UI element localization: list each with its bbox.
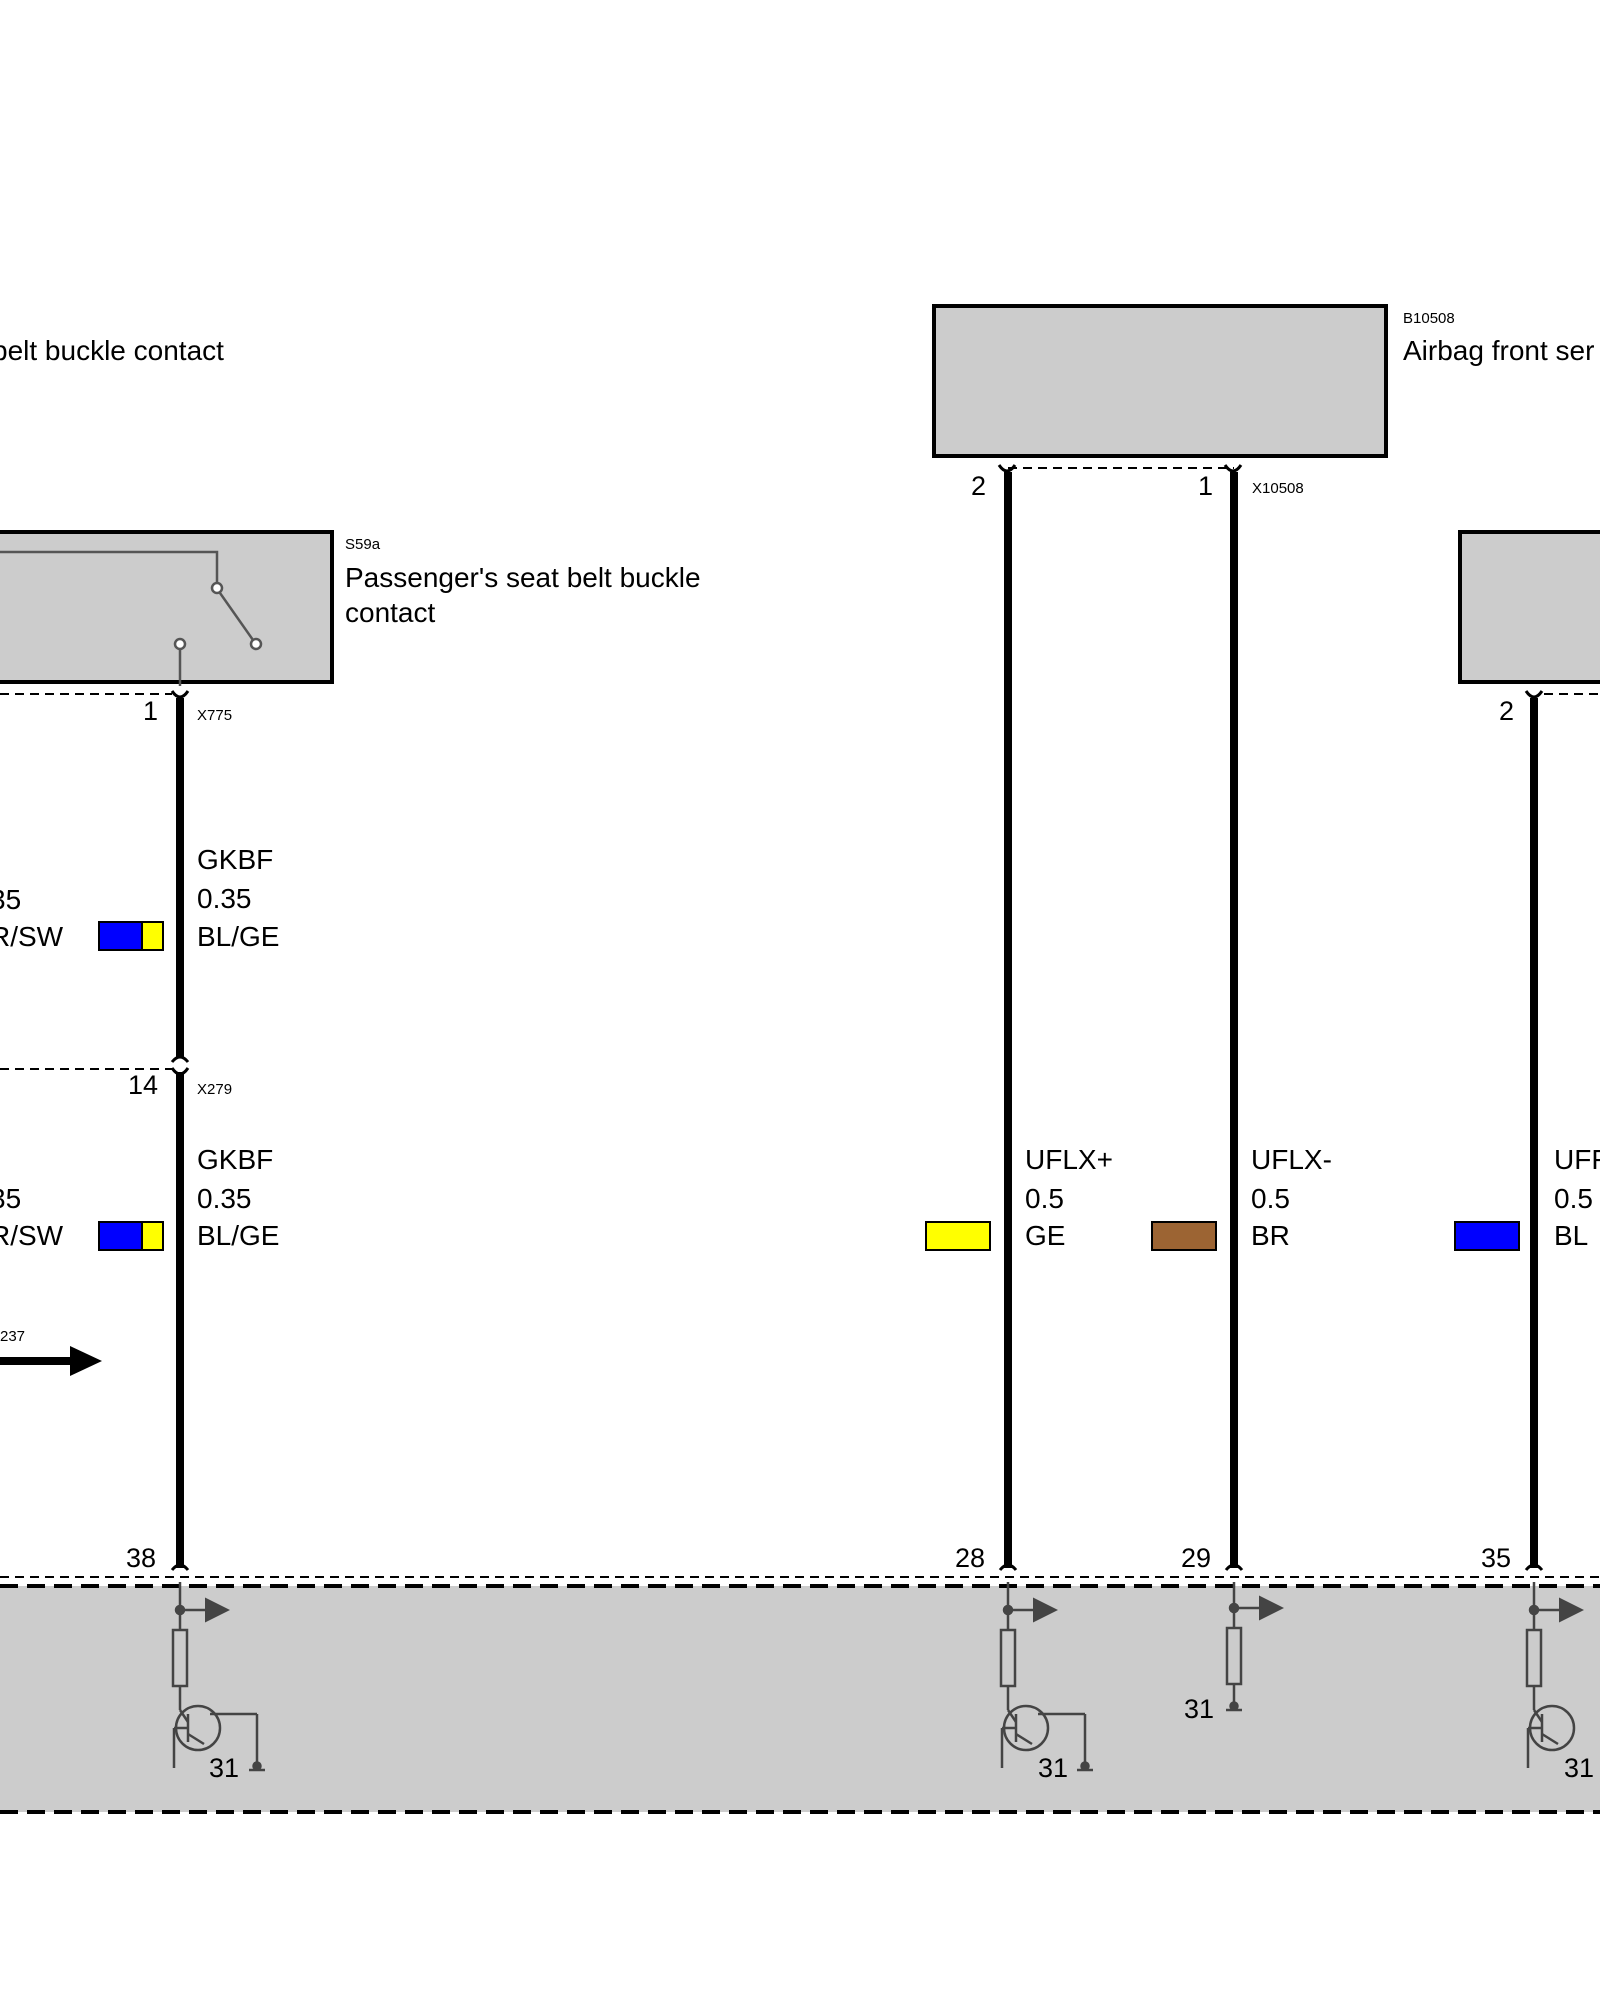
pin-plug xyxy=(170,1563,190,1571)
swatch-uflx-plus xyxy=(925,1221,991,1251)
wire-left-size-upper: 35 xyxy=(0,884,21,915)
wire-uflx-plus-size: 0.5 xyxy=(1025,1183,1064,1214)
swatch-ufr xyxy=(1454,1221,1520,1251)
pin-right-2: 2 xyxy=(1499,696,1514,726)
arrow-reference: 237 xyxy=(0,1328,25,1345)
pin-airbag-1: 1 xyxy=(1198,471,1213,501)
wire-uflx-plus-signal: UFLX+ xyxy=(1025,1144,1113,1175)
pin-cup xyxy=(170,690,190,699)
wire-uflx-minus-size: 0.5 xyxy=(1251,1183,1290,1214)
input-circuit-35 xyxy=(1525,1582,1584,1768)
pin-bottom-35: 35 xyxy=(1481,1543,1511,1573)
pin-plug xyxy=(998,1563,1018,1571)
ground-31-a: 31 xyxy=(209,1753,239,1783)
wire-gkbf-upper-color: BL/GE xyxy=(197,921,279,952)
passenger-buckle-id: S59a xyxy=(345,536,381,553)
ground-31-d: 31 xyxy=(1564,1753,1594,1783)
pin-bottom-29: 29 xyxy=(1181,1543,1211,1573)
wire-ufr-size: 0.5 xyxy=(1554,1183,1593,1214)
wire-uflx-plus-color: GE xyxy=(1025,1220,1065,1251)
pin-cup xyxy=(1223,464,1243,473)
swatch-uflx-minus xyxy=(1151,1221,1217,1251)
control-unit-box xyxy=(0,1586,1600,1812)
switch-contact xyxy=(173,637,187,651)
reference-arrow-head xyxy=(70,1346,102,1376)
wire-left-color-lower: R/SW xyxy=(0,1220,64,1251)
switch-contact xyxy=(210,581,224,595)
connector-x775: X775 xyxy=(197,707,232,724)
wire-gkbf-upper-size: 0.35 xyxy=(197,883,252,914)
pin-inline-14: 14 xyxy=(128,1070,158,1100)
wire-gkbf-lower-color: BL/GE xyxy=(197,1220,279,1251)
swatch-left-upper-a xyxy=(98,921,143,951)
airbag-sensor-id: B10508 xyxy=(1403,310,1455,327)
wire-left-color-upper: R/SW xyxy=(0,921,64,952)
airbag-sensor-name: Airbag front ser xyxy=(1403,335,1594,366)
switch-contact xyxy=(249,637,263,651)
swatch-left-lower-a xyxy=(98,1221,143,1251)
wire-left-size-lower: 35 xyxy=(0,1183,21,1214)
pin-cup xyxy=(1524,690,1544,699)
input-circuit-29 xyxy=(1225,1582,1284,1712)
pin-bottom-28: 28 xyxy=(955,1543,985,1573)
input-circuit-28 xyxy=(999,1582,1093,1772)
input-circuit-38 xyxy=(171,1582,265,1772)
connector-x279: X279 xyxy=(197,1081,232,1098)
belt-buckle-name: belt buckle contact xyxy=(0,335,224,366)
wire-gkbf-upper-signal: GKBF xyxy=(197,844,273,875)
pin-plug xyxy=(1524,1563,1544,1571)
wire-ufr-color: BL xyxy=(1554,1220,1588,1251)
wire-gkbf-lower-signal: GKBF xyxy=(197,1144,273,1175)
wire-ufr-signal: UFF xyxy=(1554,1144,1600,1175)
ground-31-c: 31 xyxy=(1184,1694,1214,1724)
pin-cup xyxy=(997,464,1017,473)
pin-plug xyxy=(170,1055,190,1063)
swatch-left-lower-b xyxy=(141,1221,164,1251)
swatch-left-upper-b xyxy=(141,921,164,951)
pin-airbag-2: 2 xyxy=(971,471,986,501)
passenger-buckle-name-1: Passenger's seat belt buckle xyxy=(345,562,701,593)
ground-31-b: 31 xyxy=(1038,1753,1068,1783)
airbag-sensor-box xyxy=(932,304,1388,458)
passenger-buckle-name-2: contact xyxy=(345,597,435,628)
wire-gkbf-lower-size: 0.35 xyxy=(197,1183,252,1214)
connector-x10508: X10508 xyxy=(1252,480,1304,497)
switch-wire xyxy=(0,550,219,588)
right-component-box xyxy=(1458,530,1600,684)
pin-bottom-38: 38 xyxy=(126,1543,156,1573)
switch-blade xyxy=(218,592,255,641)
pin-cup xyxy=(170,1067,190,1076)
passenger-buckle-box xyxy=(0,530,334,684)
wire-uflx-minus-color: BR xyxy=(1251,1220,1290,1251)
pin-plug xyxy=(1224,1563,1244,1571)
wire-uflx-minus-signal: UFLX- xyxy=(1251,1144,1332,1175)
pin-buckle-1: 1 xyxy=(143,696,158,726)
